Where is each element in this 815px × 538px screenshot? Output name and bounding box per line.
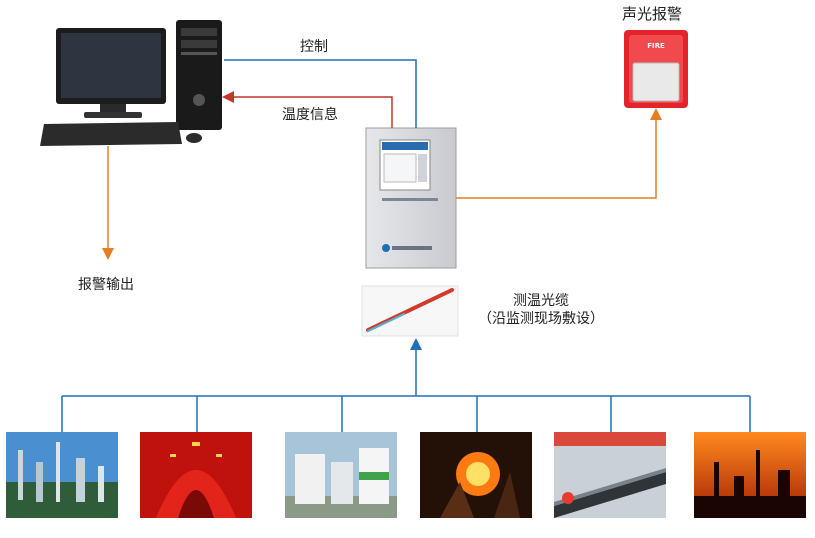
control-label: 控制 bbox=[300, 39, 328, 55]
alarm-output-label: 报警输出 bbox=[78, 277, 134, 293]
alarm-output-line bbox=[102, 108, 662, 260]
sensing-cable-note: （沿监测现场敷设） bbox=[478, 311, 604, 327]
field-photo-refinery-sunset bbox=[694, 432, 806, 518]
temperature-info-line bbox=[222, 91, 393, 128]
field-photo-tunnel bbox=[140, 432, 252, 518]
field-bus-line bbox=[61, 338, 751, 432]
fire-alarm-text: FIRE bbox=[647, 42, 665, 50]
field-photo-tank-farm bbox=[285, 432, 397, 518]
monitoring-host-cabinet-icon bbox=[365, 127, 457, 269]
fire-alarm-icon: FIRE bbox=[624, 30, 688, 108]
fiber-optic-cable-icon bbox=[361, 285, 459, 337]
sound-light-alarm-label: 声光报警 bbox=[622, 5, 683, 23]
field-photo-steel-mill bbox=[420, 432, 532, 518]
sensing-cable-label: 测温光缆 （沿监测现场敷设） bbox=[478, 292, 604, 328]
desktop-computer-icon bbox=[40, 20, 222, 146]
field-photo-petrochemical bbox=[6, 432, 118, 518]
sensing-cable-title: 测温光缆 bbox=[513, 293, 569, 309]
control-line bbox=[224, 59, 417, 128]
temperature-info-label: 温度信息 bbox=[282, 107, 338, 123]
field-photo-conveyor bbox=[554, 432, 666, 518]
